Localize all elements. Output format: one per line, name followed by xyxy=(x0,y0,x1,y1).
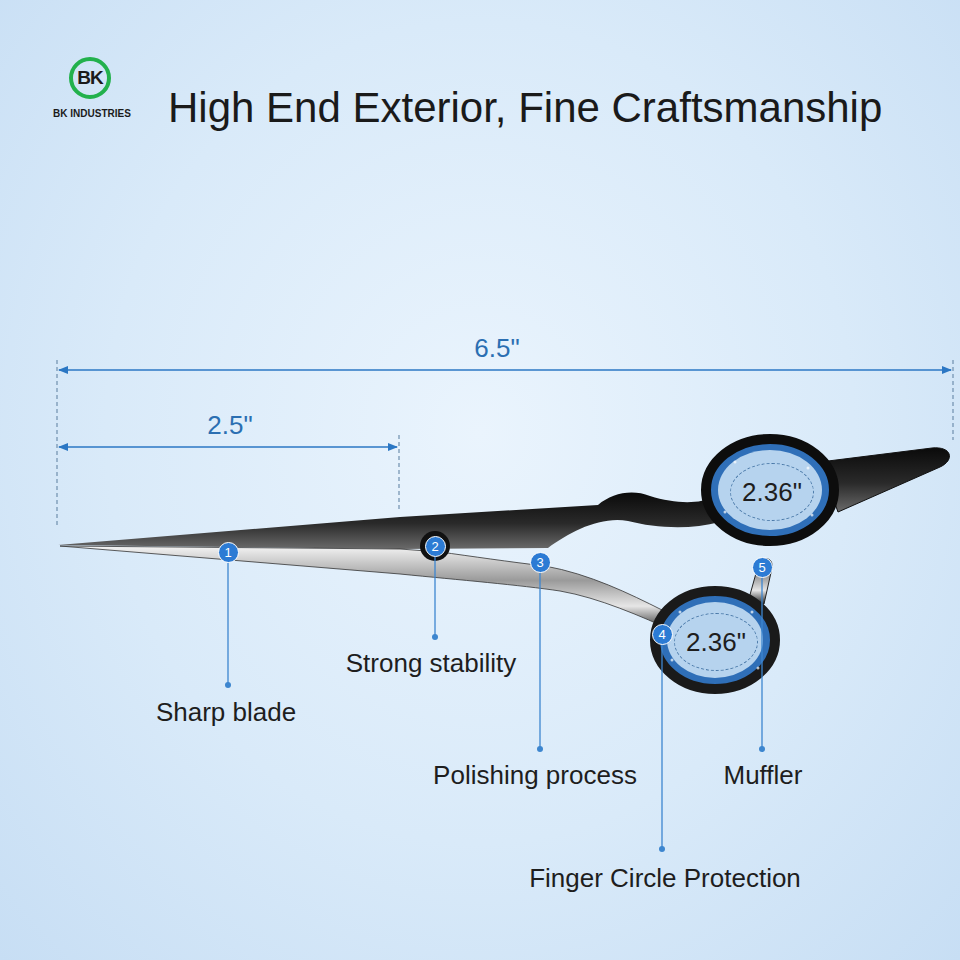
part-label: Strong stability xyxy=(346,648,517,679)
logo-name: BK INDUSTRIES xyxy=(53,108,131,119)
callout-number: 1 xyxy=(218,542,239,563)
callout-text: 1 xyxy=(224,545,231,560)
callout-text: 2 xyxy=(431,539,438,554)
leader-lines xyxy=(228,557,762,848)
dimension-text: 2.36" xyxy=(742,477,802,508)
part-label: Polishing process xyxy=(433,760,637,791)
callout-text: 3 xyxy=(536,555,543,570)
leader-dots xyxy=(225,634,765,852)
callout-number: 2 xyxy=(425,536,446,557)
callout-text: 4 xyxy=(658,627,665,642)
callout-text: 5 xyxy=(758,560,765,575)
callout-number: 3 xyxy=(530,552,551,573)
logo-mark: BK xyxy=(74,63,106,93)
logo-letters: BK xyxy=(77,67,102,89)
callout-number: 5 xyxy=(752,557,773,578)
scissors xyxy=(58,439,949,689)
part-label: Muffler xyxy=(724,760,803,791)
dimension-label: 2.5" xyxy=(207,410,252,441)
finger-ring-size: 2.36" xyxy=(730,463,814,521)
part-label: Sharp blade xyxy=(156,697,296,728)
dimension-text: 2.36" xyxy=(686,627,746,658)
finger-ring-size: 2.36" xyxy=(674,613,758,671)
dimension-label: 6.5" xyxy=(474,333,519,364)
title: High End Exterior, Fine Craftsmanship xyxy=(168,84,882,132)
part-label: Finger Circle Protection xyxy=(529,863,801,894)
dimension-lines xyxy=(59,370,951,447)
logo-ring xyxy=(71,59,109,97)
callout-number: 4 xyxy=(652,624,673,645)
